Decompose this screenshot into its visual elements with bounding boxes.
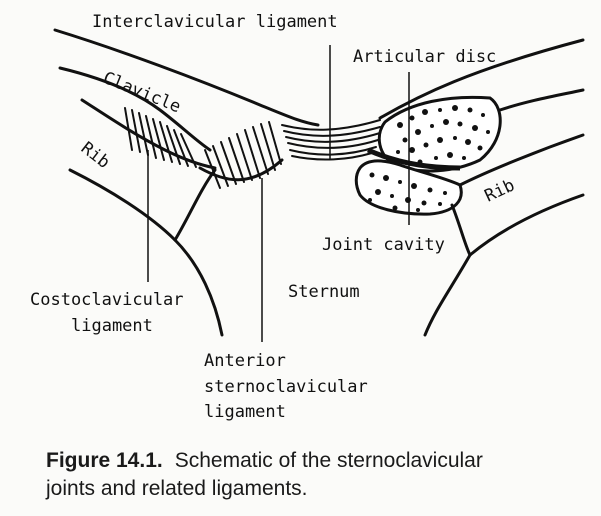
right-rib-shape — [423, 133, 585, 337]
label-costoclavicular-line1: Costoclavicular — [30, 290, 184, 310]
label-anterior-line3: ligament — [204, 402, 286, 422]
label-rib-right: Rib — [482, 175, 518, 206]
anterior-ligament-outline — [198, 158, 284, 182]
label-interclavicular-ligament: Interclavicular ligament — [92, 12, 338, 32]
interclavicular-ligament-band — [281, 119, 381, 161]
label-anterior-line2: sternoclavicular — [204, 377, 368, 397]
figure-caption: Figure 14.1. Schematic of the sternoclavi… — [46, 447, 591, 503]
right-clavicle-outline — [378, 38, 585, 120]
costoclavicular-ligament-fibers — [124, 107, 197, 168]
left-rib-shape — [68, 98, 224, 337]
label-articular-disc: Articular disc — [353, 47, 496, 67]
caption-text-line1: Schematic of the sternoclavicular — [174, 449, 483, 472]
label-costoclavicular-line2: ligament — [71, 316, 153, 336]
clavicle-shape — [53, 28, 320, 152]
label-joint-cavity: Joint cavity — [322, 235, 445, 255]
figure-number: Figure 14.1. — [46, 449, 163, 472]
label-clavicle: Clavicle — [100, 68, 183, 117]
leader-lines — [147, 45, 410, 342]
articular-disc-shape — [366, 95, 502, 173]
label-rib-left: Rib — [77, 138, 114, 173]
caption-line1: Figure 14.1. Schematic of the sternoclavi… — [46, 447, 591, 475]
label-sternum: Sternum — [288, 282, 360, 302]
sternoclavicular-diagram: Interclavicular ligament Articular disc … — [30, 12, 585, 422]
label-anterior-line1: Anterior — [204, 351, 286, 371]
caption-text-line2: joints and related ligaments. — [46, 477, 308, 500]
